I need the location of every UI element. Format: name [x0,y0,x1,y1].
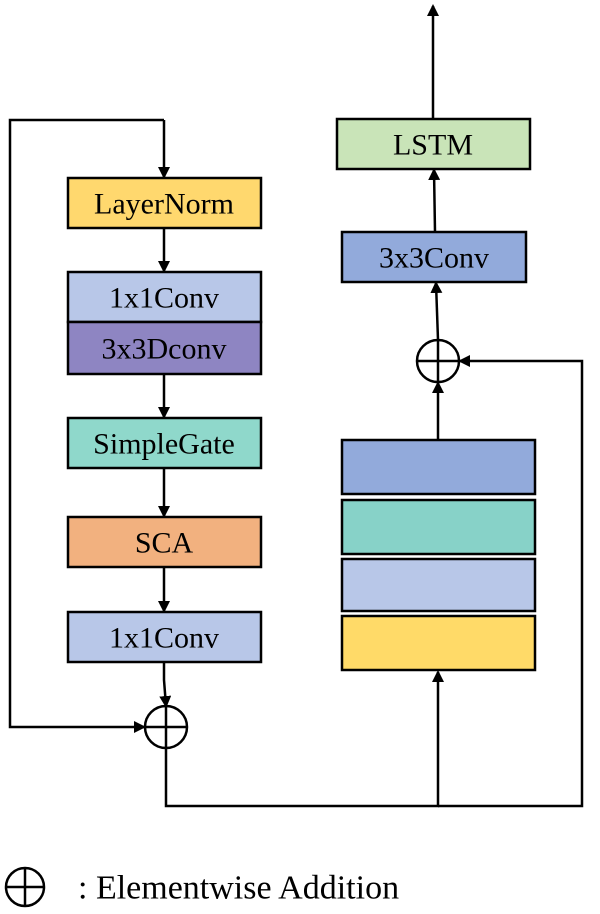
arrow-conv3x3-to-lstm [428,168,441,233]
legend: : Elementwise Addition [4,866,399,908]
stack-layer-2 [340,498,537,556]
right-stack [340,438,537,672]
dconv3x3-label: 3x3Dconv [102,333,227,366]
arrow-conv1x1-to-add [159,662,172,708]
conv3x3-label: 3x3Conv [379,242,489,275]
lstm-label: LSTM [393,129,473,162]
right-branch-arrows [427,4,444,440]
arrow-add-to-conv3x3 [430,281,443,341]
conv3x3-box [340,230,528,284]
simplegate-box [66,416,263,470]
sca-label: SCA [135,527,194,560]
left-addition-node [143,704,189,750]
skip-connection-left [8,118,164,733]
layernorm-box [66,176,263,230]
stack-layer-1 [340,438,537,496]
stack-layer-3 [340,557,537,613]
simplegate-label: SimpleGate [93,428,235,461]
legend-add-icon [4,866,46,908]
conv1x1-top-box [66,270,263,324]
cross-connection [164,355,584,808]
legend-text: : Elementwise Addition [78,870,399,907]
conv1x1-bottom-box [66,610,263,664]
arrow-left-add-to-stack [164,670,444,808]
skip-connection-right [438,355,584,808]
right-addition-node [415,338,461,384]
conv1x1-top-label: 1x1Conv [109,282,219,315]
layernorm-label: LayerNorm [94,188,234,221]
stack-layer-4 [340,614,537,672]
conv1x1-bottom-label: 1x1Conv [109,622,219,655]
left-branch-arrows [8,118,172,733]
